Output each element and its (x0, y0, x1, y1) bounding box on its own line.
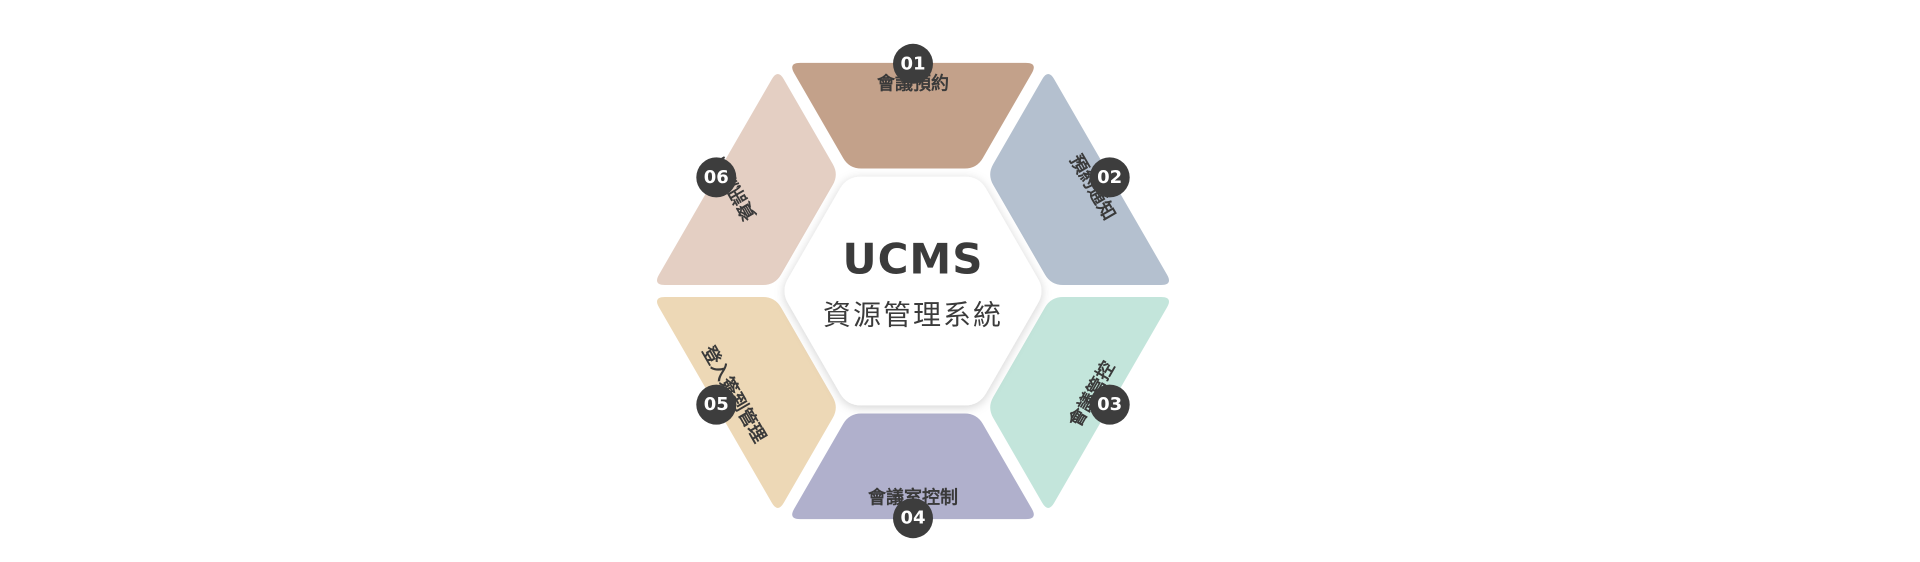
segment-03-shape (990, 297, 1169, 508)
segment-05-number: 05 (704, 394, 729, 415)
segment-01-number: 01 (900, 53, 925, 74)
segment-05-badge: 05 (696, 384, 737, 425)
segment-05-badge-circle (696, 384, 737, 425)
segment-02-shape (990, 74, 1169, 285)
segment-06-badge: 06 (696, 157, 737, 198)
segment-04-shape (792, 413, 1034, 520)
segment-04-number: 04 (900, 508, 925, 529)
segment-03: 會議管控 03 (990, 297, 1169, 508)
segment-03-badge: 03 (1089, 384, 1130, 425)
segment-04-label: 會議室控制 (868, 487, 958, 509)
segment-02-badge-circle (1089, 157, 1130, 198)
segment-04-badge-circle (893, 498, 933, 539)
segment-04: 會議室控制 04 (792, 413, 1034, 539)
segment-06-shape (657, 74, 836, 285)
segment-06-badge-circle (696, 157, 737, 198)
segment-02-badge: 02 (1089, 157, 1130, 198)
segment-04-badge: 04 (893, 498, 933, 539)
segment-05-shape (657, 297, 836, 508)
segment-05: 登入簽到管理 05 (657, 297, 836, 508)
segment-01-badge-circle (893, 43, 933, 84)
segment-06-number: 06 (704, 167, 729, 188)
segment-02: 預約通知 02 (990, 74, 1169, 285)
segment-01-badge: 01 (893, 43, 933, 84)
center-title: UCMS (843, 235, 984, 284)
segment-06: 資訊統計 06 (657, 74, 836, 285)
segment-03-number: 03 (1097, 394, 1122, 415)
segment-01: 會議預約 01 (792, 43, 1034, 169)
center-subtitle: 資源管理系統 (823, 299, 1003, 332)
center-hexagon (784, 176, 1042, 406)
segment-02-number: 02 (1097, 167, 1122, 188)
segment-ring: 會議預約 01 預約通知 02 會議管控 03 會議室控制 (657, 43, 1169, 539)
center-hub: UCMS 資源管理系統 (784, 176, 1042, 406)
segment-01-shape (792, 62, 1034, 169)
segment-03-badge-circle (1089, 384, 1130, 425)
